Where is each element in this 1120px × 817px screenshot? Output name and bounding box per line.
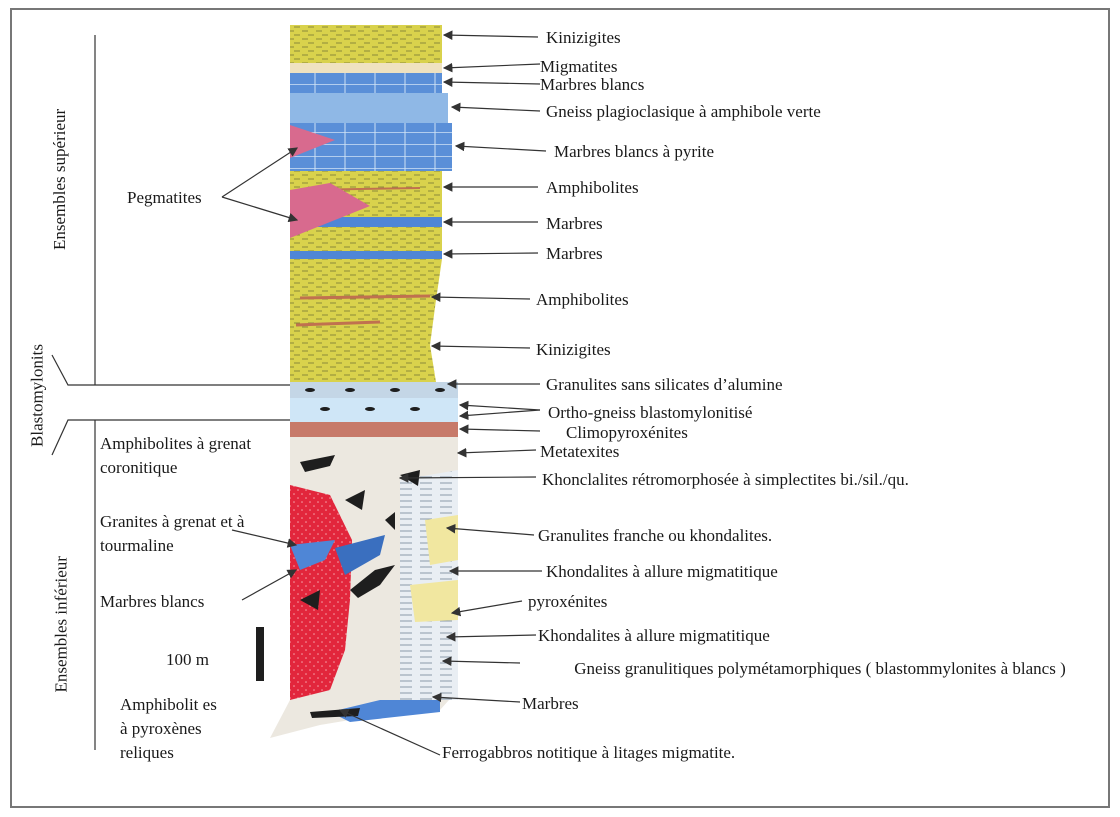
label-ferrogabbros: Ferrogabbros notitique à litages migmati… bbox=[442, 740, 752, 766]
label-amphibolites-grenat: Amphibolites à grenat coronitique bbox=[100, 432, 285, 480]
label-khondalites-migmatitique-1: Khondalites à allure migmatitique bbox=[546, 562, 778, 581]
label-marbres-blancs-left: Marbres blancs bbox=[100, 592, 204, 611]
label-ortho-gneiss: Ortho-gneiss blastomylonitisé bbox=[548, 403, 752, 422]
layer-yellow-mid bbox=[290, 227, 442, 251]
label-marbres-blancs-pyrite: Marbres blancs à pyrite bbox=[554, 142, 714, 161]
label-marbres-1: Marbres bbox=[546, 214, 603, 233]
scale-label: 100 m bbox=[166, 650, 209, 669]
label-marbres-blancs: Marbres blancs bbox=[540, 75, 644, 94]
layer-marbres-2 bbox=[290, 251, 442, 259]
lower-column bbox=[270, 437, 458, 738]
label-granulites-franche: Granulites franche ou khondalites. bbox=[538, 526, 772, 545]
upper-column bbox=[290, 25, 452, 382]
label-amphibolites-pyroxenes: Amphibolit es à pyroxènes reliques bbox=[120, 693, 225, 765]
group-brackets bbox=[52, 35, 290, 750]
label-marbres-bottom: Marbres bbox=[522, 694, 579, 713]
label-granites-grenat: Granites à grenat et à tourmaline bbox=[100, 510, 285, 558]
label-khonclalites-retromorphosee: Khonclalites rétromorphosée à simplectit… bbox=[542, 468, 982, 492]
label-khondalites-migmatitique-2: Khondalites à allure migmatitique bbox=[538, 626, 770, 645]
label-kinizigites-bottom: Kinizigites bbox=[536, 340, 611, 359]
layer-kinizigites-top bbox=[290, 25, 442, 63]
layer-climopyroxenites bbox=[290, 422, 458, 437]
label-pegmatites: Pegmatites bbox=[127, 188, 202, 207]
label-gneiss-granulitiques: Gneiss granulitiques polymétamorphiques … bbox=[524, 656, 1116, 682]
label-gneiss-plagioclasique: Gneiss plagioclasique à amphibole verte bbox=[546, 102, 821, 121]
label-kinizigites-top: Kinizigites bbox=[546, 28, 621, 47]
label-climopyroxenites: Climopyroxénites bbox=[566, 423, 688, 442]
layer-migmatites bbox=[290, 63, 442, 73]
label-granulites-sans-silicates: Granulites sans silicates d’alumine bbox=[546, 375, 783, 394]
blastomylonite-zone bbox=[290, 382, 458, 437]
group-ensembles-superieur: Ensembles supérieur bbox=[50, 120, 70, 250]
group-ensembles-inferieur: Ensembles inférieur bbox=[52, 583, 71, 693]
label-metatexites: Metatexites bbox=[540, 442, 619, 461]
scale-bar bbox=[256, 627, 264, 681]
layer-marbres-blancs bbox=[290, 73, 442, 93]
layer-gneiss-plagioclasique bbox=[290, 93, 448, 123]
label-marbres-2: Marbres bbox=[546, 244, 603, 263]
group-blastomylonits: Blastomylonits bbox=[28, 336, 47, 456]
layer-amphibolites-kinizigites bbox=[290, 259, 442, 382]
label-amphibolites-2: Amphibolites bbox=[536, 290, 629, 309]
label-amphibolites-1: Amphibolites bbox=[546, 178, 639, 197]
label-migmatites: Migmatites bbox=[540, 57, 617, 76]
label-pyroxenites: pyroxénites bbox=[528, 592, 607, 611]
